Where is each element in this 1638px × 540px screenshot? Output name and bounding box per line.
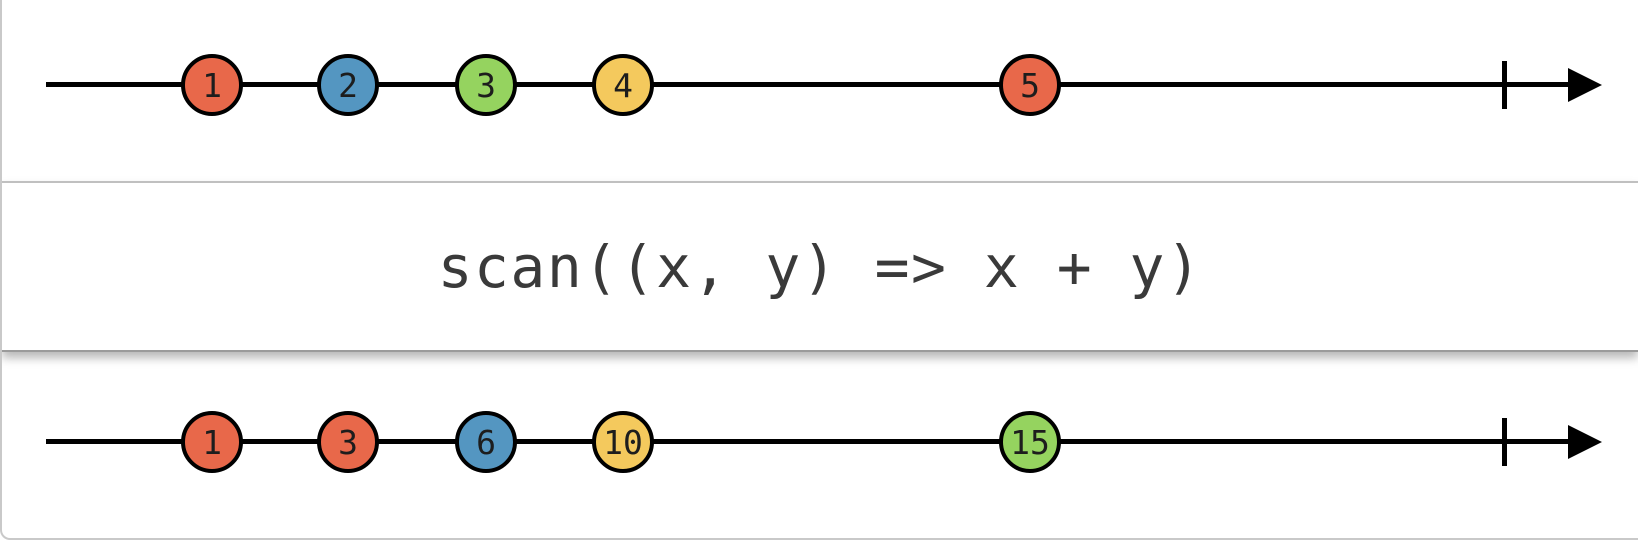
input-timeline: 1 2 3 4 5 <box>2 0 1638 170</box>
input-complete-tick[interactable] <box>1502 61 1507 109</box>
marble-15: 15 <box>999 411 1061 473</box>
marble-2[interactable]: 2 <box>317 54 379 116</box>
output-complete-tick <box>1502 418 1507 466</box>
marble-5[interactable]: 5 <box>999 54 1061 116</box>
input-arrowhead-icon <box>1568 68 1602 102</box>
marble-3[interactable]: 3 <box>455 54 517 116</box>
marble-1: 1 <box>181 411 243 473</box>
marble-4[interactable]: 4 <box>592 54 654 116</box>
output-timeline: 1 3 6 10 15 <box>2 357 1638 527</box>
marble-1[interactable]: 1 <box>181 54 243 116</box>
marble-3: 3 <box>317 411 379 473</box>
output-timeline-line <box>46 439 1574 444</box>
marble-10: 10 <box>592 411 654 473</box>
operator-box: scan((x, y) => x + y) <box>2 181 1638 352</box>
input-timeline-line <box>46 82 1574 87</box>
marble-6: 6 <box>455 411 517 473</box>
operator-label: scan((x, y) => x + y) <box>437 232 1203 301</box>
output-arrowhead-icon <box>1568 425 1602 459</box>
